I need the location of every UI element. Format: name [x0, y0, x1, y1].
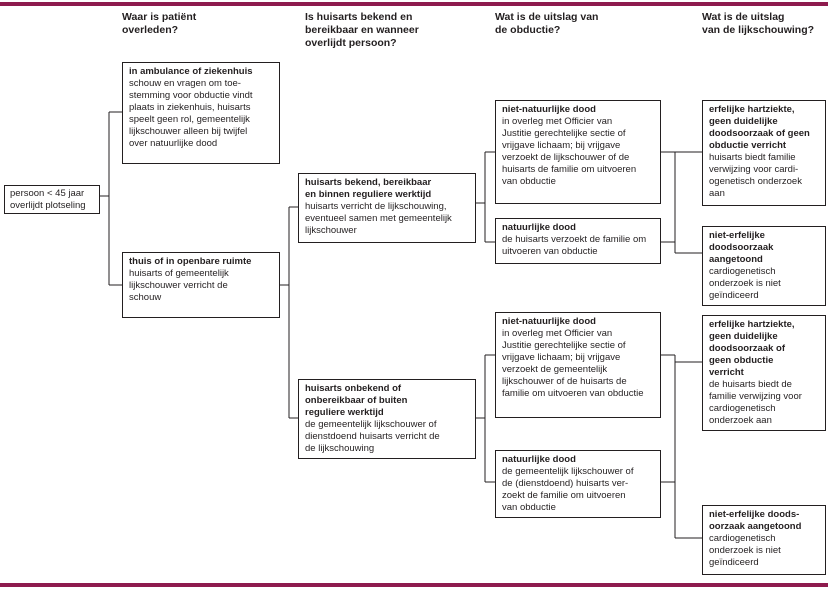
column-header-uitslag-obductie: Wat is de uitslag van de obductie?: [495, 11, 599, 36]
column-header-waar-overleden: Waar is patiënt overleden?: [122, 11, 197, 36]
node-body: schouw en vragen om toe- stemming voor o…: [129, 78, 253, 149]
node-niet-erfelijke-doodsoorzaak-boven: niet-erfelijke doodsoorzaak aangetoond c…: [702, 226, 826, 306]
node-title: in ambulance of ziekenhuis: [129, 66, 253, 77]
node-body: cardiogenetisch onderzoek is niet geïndi…: [709, 533, 781, 568]
column-header-huisarts-bekend: Is huisarts bekend en bereikbaar en wann…: [305, 11, 419, 49]
node-title: natuurlijke dood: [502, 222, 576, 233]
node-title: niet-natuurlijke dood: [502, 104, 596, 115]
node-erfelijke-hartziekte-boven: erfelijke hartziekte, geen duidelijke do…: [702, 100, 826, 206]
node-body: de huisarts biedt de familie verwijzing …: [709, 379, 802, 426]
node-niet-erfelijke-doodsoorzaak-onder: niet-erfelijke doods- oorzaak aangetoond…: [702, 505, 826, 575]
node-title: niet-erfelijke doodsoorzaak aangetoond: [709, 230, 774, 265]
node-title: erfelijke hartziekte, geen duidelijke do…: [709, 319, 795, 378]
node-natuurlijke-dood-boven: natuurlijke dood de huisarts verzoekt de…: [495, 218, 661, 264]
node-body: in overleg met Officier van Justitie ger…: [502, 328, 644, 399]
node-niet-natuurlijke-dood-onder: niet-natuurlijke dood in overleg met Off…: [495, 312, 661, 418]
node-thuis-of-openbare-ruimte: thuis of in openbare ruimte huisarts of …: [122, 252, 280, 318]
node-body: cardiogenetisch onderzoek is niet geïndi…: [709, 266, 781, 301]
node-title: niet-erfelijke doods- oorzaak aangetoond: [709, 509, 802, 532]
node-huisarts-onbekend: huisarts onbekend of onbereikbaar of bui…: [298, 379, 476, 459]
node-erfelijke-hartziekte-onder: erfelijke hartziekte, geen duidelijke do…: [702, 315, 826, 431]
node-natuurlijke-dood-onder: natuurlijke dood de gemeentelijk lijksch…: [495, 450, 661, 518]
node-title: niet-natuurlijke dood: [502, 316, 596, 327]
node-start: persoon < 45 jaar overlijdt plotseling: [4, 185, 100, 214]
node-huisarts-bekend: huisarts bekend, bereikbaar en binnen re…: [298, 173, 476, 243]
node-in-ambulance-of-ziekenhuis: in ambulance of ziekenhuis schouw en vra…: [122, 62, 280, 164]
node-body: in overleg met Officier van Justitie ger…: [502, 116, 637, 187]
node-body: de gemeentelijk lijkschouwer of dienstdo…: [305, 419, 440, 454]
node-title: thuis of in openbare ruimte: [129, 256, 252, 267]
node-body: persoon < 45 jaar overlijdt plotseling: [10, 188, 86, 211]
node-body: huisarts of gemeentelijk lijkschouwer ve…: [129, 268, 229, 303]
node-title: erfelijke hartziekte, geen duidelijke do…: [709, 104, 810, 151]
node-title: huisarts onbekend of onbereikbaar of bui…: [305, 383, 408, 418]
node-body: de huisarts verzoekt de familie om uitvo…: [502, 234, 647, 257]
node-title: natuurlijke dood: [502, 454, 576, 465]
node-niet-natuurlijke-dood-boven: niet-natuurlijke dood in overleg met Off…: [495, 100, 661, 204]
node-body: de gemeentelijk lijkschouwer of de (dien…: [502, 466, 634, 513]
column-header-uitslag-lijkschouwing: Wat is de uitslag van de lijkschouwing?: [702, 11, 815, 36]
node-body: huisarts verricht de lijkschouwing, even…: [305, 201, 452, 236]
bottom-border-rule: [0, 583, 828, 587]
node-body: huisarts biedt familie verwijzing voor c…: [709, 152, 802, 199]
node-title: huisarts bekend, bereikbaar en binnen re…: [305, 177, 432, 200]
top-border-rule: [0, 2, 828, 6]
